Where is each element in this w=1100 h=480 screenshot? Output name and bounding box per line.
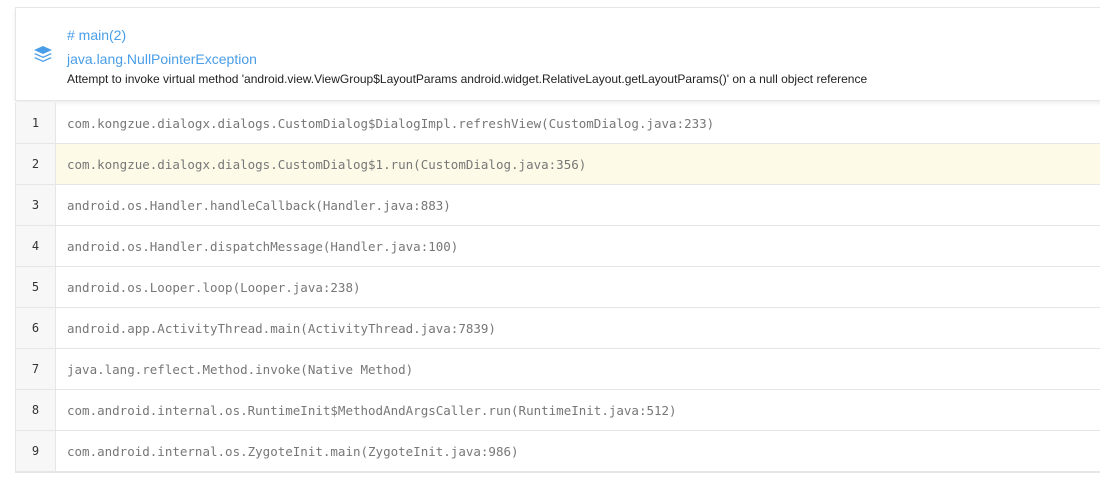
line-number: 3: [16, 185, 56, 225]
frame-text: com.kongzue.dialogx.dialogs.CustomDialog…: [67, 115, 715, 131]
line-number: 4: [16, 226, 56, 266]
exception-message: Attempt to invoke virtual method 'androi…: [67, 72, 868, 86]
line-number: 5: [16, 267, 56, 307]
stack-frame-row[interactable]: 4 android.os.Handler.dispatchMessage(Han…: [16, 226, 1100, 267]
stack-frame-row[interactable]: 6 android.app.ActivityThread.main(Activi…: [16, 308, 1100, 349]
line-number: 7: [16, 349, 56, 389]
frame-text: android.app.ActivityThread.main(Activity…: [67, 320, 496, 336]
stack-frame-row[interactable]: 8 com.android.internal.os.RuntimeInit$Me…: [16, 390, 1100, 431]
line-number: 1: [16, 103, 56, 143]
exception-header: # main(2) java.lang.NullPointerException…: [15, 7, 1100, 101]
stack-frame-row[interactable]: 3 android.os.Handler.handleCallback(Hand…: [16, 185, 1100, 226]
stack-trace-table: 1 com.kongzue.dialogx.dialogs.CustomDial…: [15, 103, 1100, 473]
frame-text: android.os.Handler.dispatchMessage(Handl…: [67, 238, 459, 254]
stack-frame-row[interactable]: 1 com.kongzue.dialogx.dialogs.CustomDial…: [16, 103, 1100, 144]
layers-icon: [32, 45, 54, 65]
exception-type[interactable]: java.lang.NullPointerException: [67, 51, 257, 67]
thread-name[interactable]: # main(2): [67, 27, 127, 43]
line-number: 9: [16, 431, 56, 471]
line-number: 2: [16, 144, 56, 184]
stack-frame-row-highlighted[interactable]: 2 com.kongzue.dialogx.dialogs.CustomDial…: [16, 144, 1100, 185]
line-number: 6: [16, 308, 56, 348]
frame-text: com.android.internal.os.RuntimeInit$Meth…: [67, 402, 677, 418]
stack-frame-row[interactable]: 9 com.android.internal.os.ZygoteInit.mai…: [16, 431, 1100, 471]
frame-text: com.android.internal.os.ZygoteInit.main(…: [67, 443, 519, 459]
frame-text: com.kongzue.dialogx.dialogs.CustomDialog…: [67, 156, 587, 172]
stack-frame-row[interactable]: 5 android.os.Looper.loop(Looper.java:238…: [16, 267, 1100, 308]
line-number: 8: [16, 390, 56, 430]
stack-frame-row[interactable]: 7 java.lang.reflect.Method.invoke(Native…: [16, 349, 1100, 390]
frame-text: android.os.Handler.handleCallback(Handle…: [67, 197, 451, 213]
frame-text: android.os.Looper.loop(Looper.java:238): [67, 279, 361, 295]
frame-text: java.lang.reflect.Method.invoke(Native M…: [67, 361, 414, 377]
